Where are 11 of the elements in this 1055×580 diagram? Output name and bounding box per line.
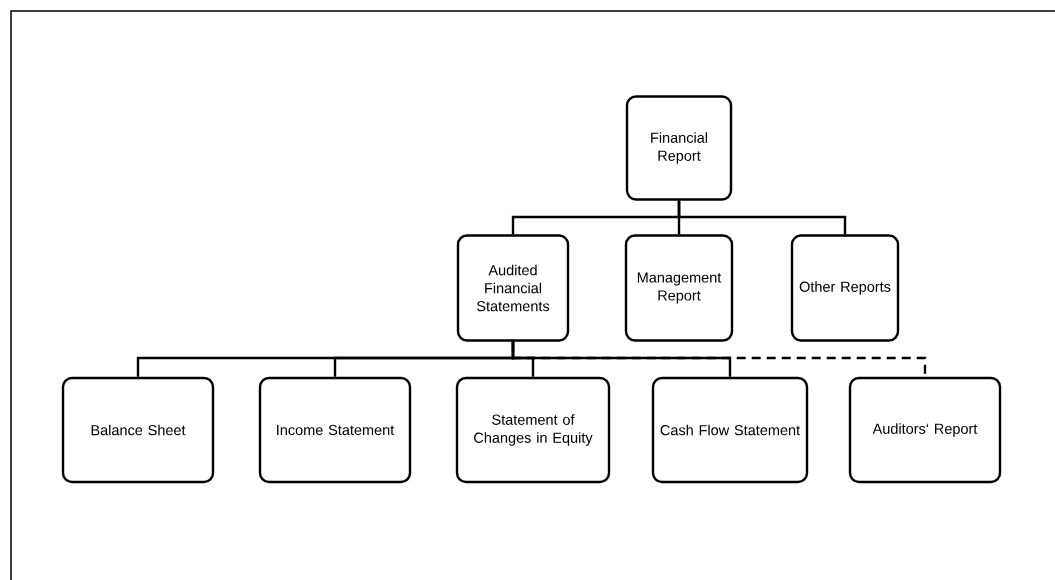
connector (677, 200, 847, 235)
report-box: Financial Report (625, 95, 733, 201)
report-box: Income Statement (258, 376, 412, 484)
report-box: Other Reports (790, 234, 900, 342)
report-box: Audited Financial Statements (456, 234, 570, 342)
report-box: Management Report (624, 234, 734, 342)
report-box: Cash Flow Statement (651, 376, 809, 484)
connector (511, 341, 927, 377)
report-box: Statement of Changes in Equity (455, 376, 611, 484)
report-box: Auditors‘ Report (848, 376, 1002, 484)
report-box: Balance Sheet (61, 376, 215, 484)
